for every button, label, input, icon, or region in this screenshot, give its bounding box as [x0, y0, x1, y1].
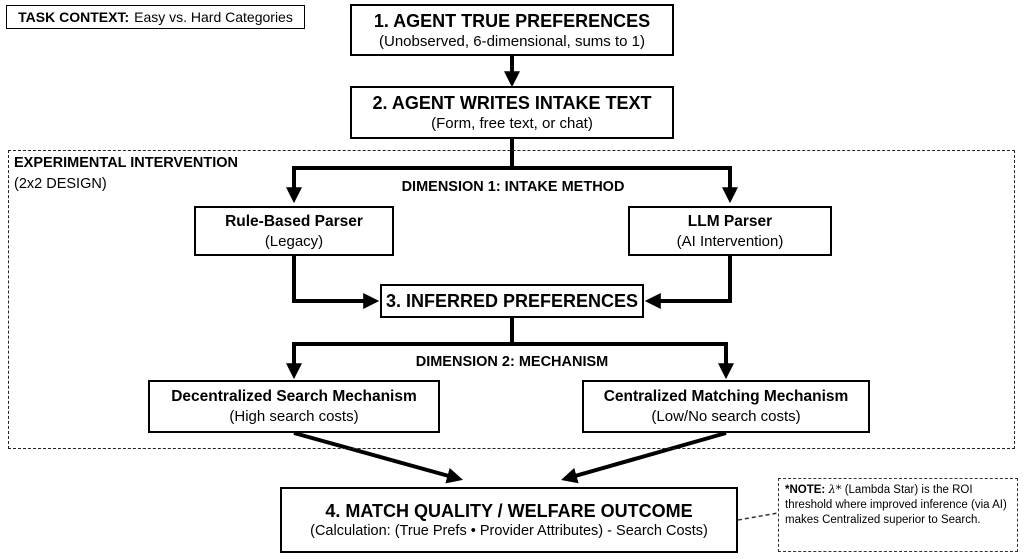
note-text: (Lambda Star) is the ROI threshold where… — [785, 484, 1007, 526]
experiment-title: EXPERIMENTAL INTERVENTION — [14, 155, 238, 171]
step3-title: 3. INFERRED PREFERENCES — [385, 291, 639, 311]
note-prefix: *NOTE: — [785, 484, 826, 496]
step1-title: 1. AGENT TRUE PREFERENCES — [373, 10, 651, 31]
arrow-to-llm-parser — [512, 166, 738, 204]
step4-title: 4. MATCH QUALITY / WELFARE OUTCOME — [325, 500, 693, 521]
arrow-rule-to-inferred — [292, 256, 380, 309]
arrow-to-centralized — [512, 342, 734, 380]
arrow-to-decentralized — [286, 342, 512, 380]
step2-box: 2. AGENT WRITES INTAKE TEXT (Form, free … — [350, 86, 674, 139]
rule-parser-box: Rule-Based Parser (Legacy) — [194, 206, 394, 256]
llm-parser-subtitle: (AI Intervention) — [676, 232, 784, 250]
rule-parser-subtitle: (Legacy) — [264, 232, 324, 250]
arrow-llm-to-inferred — [644, 256, 732, 309]
note-symbol: λ* — [828, 482, 842, 496]
centralized-mechanism-box: Centralized Matching Mechanism (Low/No s… — [582, 380, 870, 433]
task-context-label: TASK CONTEXT: — [18, 9, 130, 25]
step2-subtitle: (Form, free text, or chat) — [431, 115, 593, 132]
step2-title: 2. AGENT WRITES INTAKE TEXT — [372, 93, 652, 113]
note-box: *NOTE: λ* (Lambda Star) is the ROI thres… — [778, 478, 1018, 552]
dimension2-label: DIMENSION 2: MECHANISM — [400, 354, 624, 370]
step3-box: 3. INFERRED PREFERENCES — [380, 284, 644, 318]
centralized-subtitle: (Low/No search costs) — [651, 408, 801, 425]
note-connector — [737, 512, 779, 521]
task-context-box: TASK CONTEXT: Easy vs. Hard Categories — [6, 5, 305, 29]
decentralized-mechanism-box: Decentralized Search Mechanism (High sea… — [148, 380, 440, 433]
arrow-centralized-to-outcome — [561, 431, 727, 484]
dimension1-label: DIMENSION 1: INTAKE METHOD — [390, 179, 636, 195]
step4-subtitle: (Calculation: (True Prefs • Provider Att… — [310, 522, 708, 539]
centralized-title: Centralized Matching Mechanism — [603, 388, 849, 405]
step1-box: 1. AGENT TRUE PREFERENCES (Unobserved, 6… — [350, 4, 674, 56]
task-context-value: Easy vs. Hard Categories — [134, 9, 293, 25]
llm-parser-box: LLM Parser (AI Intervention) — [628, 206, 832, 256]
step1-subtitle: (Unobserved, 6-dimensional, sums to 1) — [379, 32, 645, 50]
arrow-to-rule-parser — [286, 166, 512, 204]
step4-box: 4. MATCH QUALITY / WELFARE OUTCOME (Calc… — [280, 487, 738, 553]
rule-parser-title: Rule-Based Parser — [225, 212, 363, 230]
decentralized-title: Decentralized Search Mechanism — [171, 388, 417, 405]
arrow-decentralized-to-outcome — [293, 431, 463, 484]
llm-parser-title: LLM Parser — [687, 212, 773, 230]
experimental-intervention-region — [8, 150, 1015, 449]
experiment-subtitle: (2x2 DESIGN) — [14, 176, 107, 192]
decentralized-subtitle: (High search costs) — [229, 408, 359, 425]
